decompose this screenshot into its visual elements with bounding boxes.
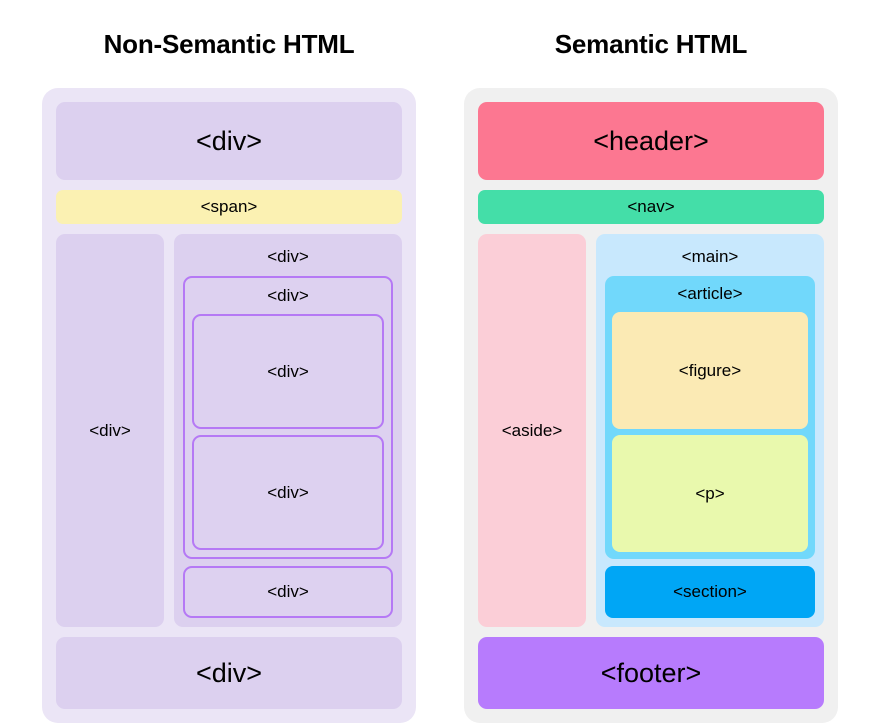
non-semantic-top-div: <div>	[56, 102, 402, 180]
semantic-article-block: <article> <figure> <p>	[605, 276, 815, 559]
semantic-card: <header> <nav> <aside> <main> <article> …	[464, 88, 838, 723]
semantic-body-row: <aside> <main> <article> <figure> <p> <s…	[478, 234, 824, 627]
semantic-figure-block: <figure>	[612, 312, 808, 429]
non-semantic-span: <span>	[56, 190, 402, 224]
non-semantic-heading: Non-Semantic HTML	[103, 28, 355, 59]
non-semantic-bottom-div: <div>	[56, 637, 402, 709]
semantic-nav-block: <nav>	[478, 190, 824, 224]
semantic-column: Semantic HTML <header> <nav> <aside> <ma…	[464, 0, 838, 723]
non-semantic-body-row: <div> <div> <div> <div> <div> <div>	[56, 234, 402, 627]
non-semantic-paragraph-div: <div>	[192, 435, 384, 550]
semantic-paragraph-block: <p>	[612, 435, 808, 552]
non-semantic-column: Non-Semantic HTML <div> <span> <div> <di…	[42, 0, 416, 723]
semantic-main-label: <main>	[681, 247, 739, 266]
semantic-aside-block: <aside>	[478, 234, 586, 627]
non-semantic-card: <div> <span> <div> <div> <div> <div> <di…	[42, 88, 416, 723]
non-semantic-main-div: <div> <div> <div> <div> <div>	[174, 234, 402, 627]
semantic-footer-block: <footer>	[478, 637, 824, 709]
non-semantic-main-div-label: <div>	[267, 247, 309, 266]
non-semantic-figure-div: <div>	[192, 314, 384, 429]
semantic-header-block: <header>	[478, 102, 824, 180]
semantic-article-label: <article>	[677, 284, 743, 303]
semantic-main-block: <main> <article> <figure> <p> <section>	[596, 234, 824, 627]
non-semantic-article-div-label: <div>	[267, 286, 309, 305]
non-semantic-sidebar-div: <div>	[56, 234, 164, 627]
non-semantic-article-div: <div> <div> <div>	[183, 276, 393, 559]
semantic-section-block: <section>	[605, 566, 815, 618]
semantic-heading: Semantic HTML	[554, 28, 748, 59]
non-semantic-section-div: <div>	[183, 566, 393, 618]
